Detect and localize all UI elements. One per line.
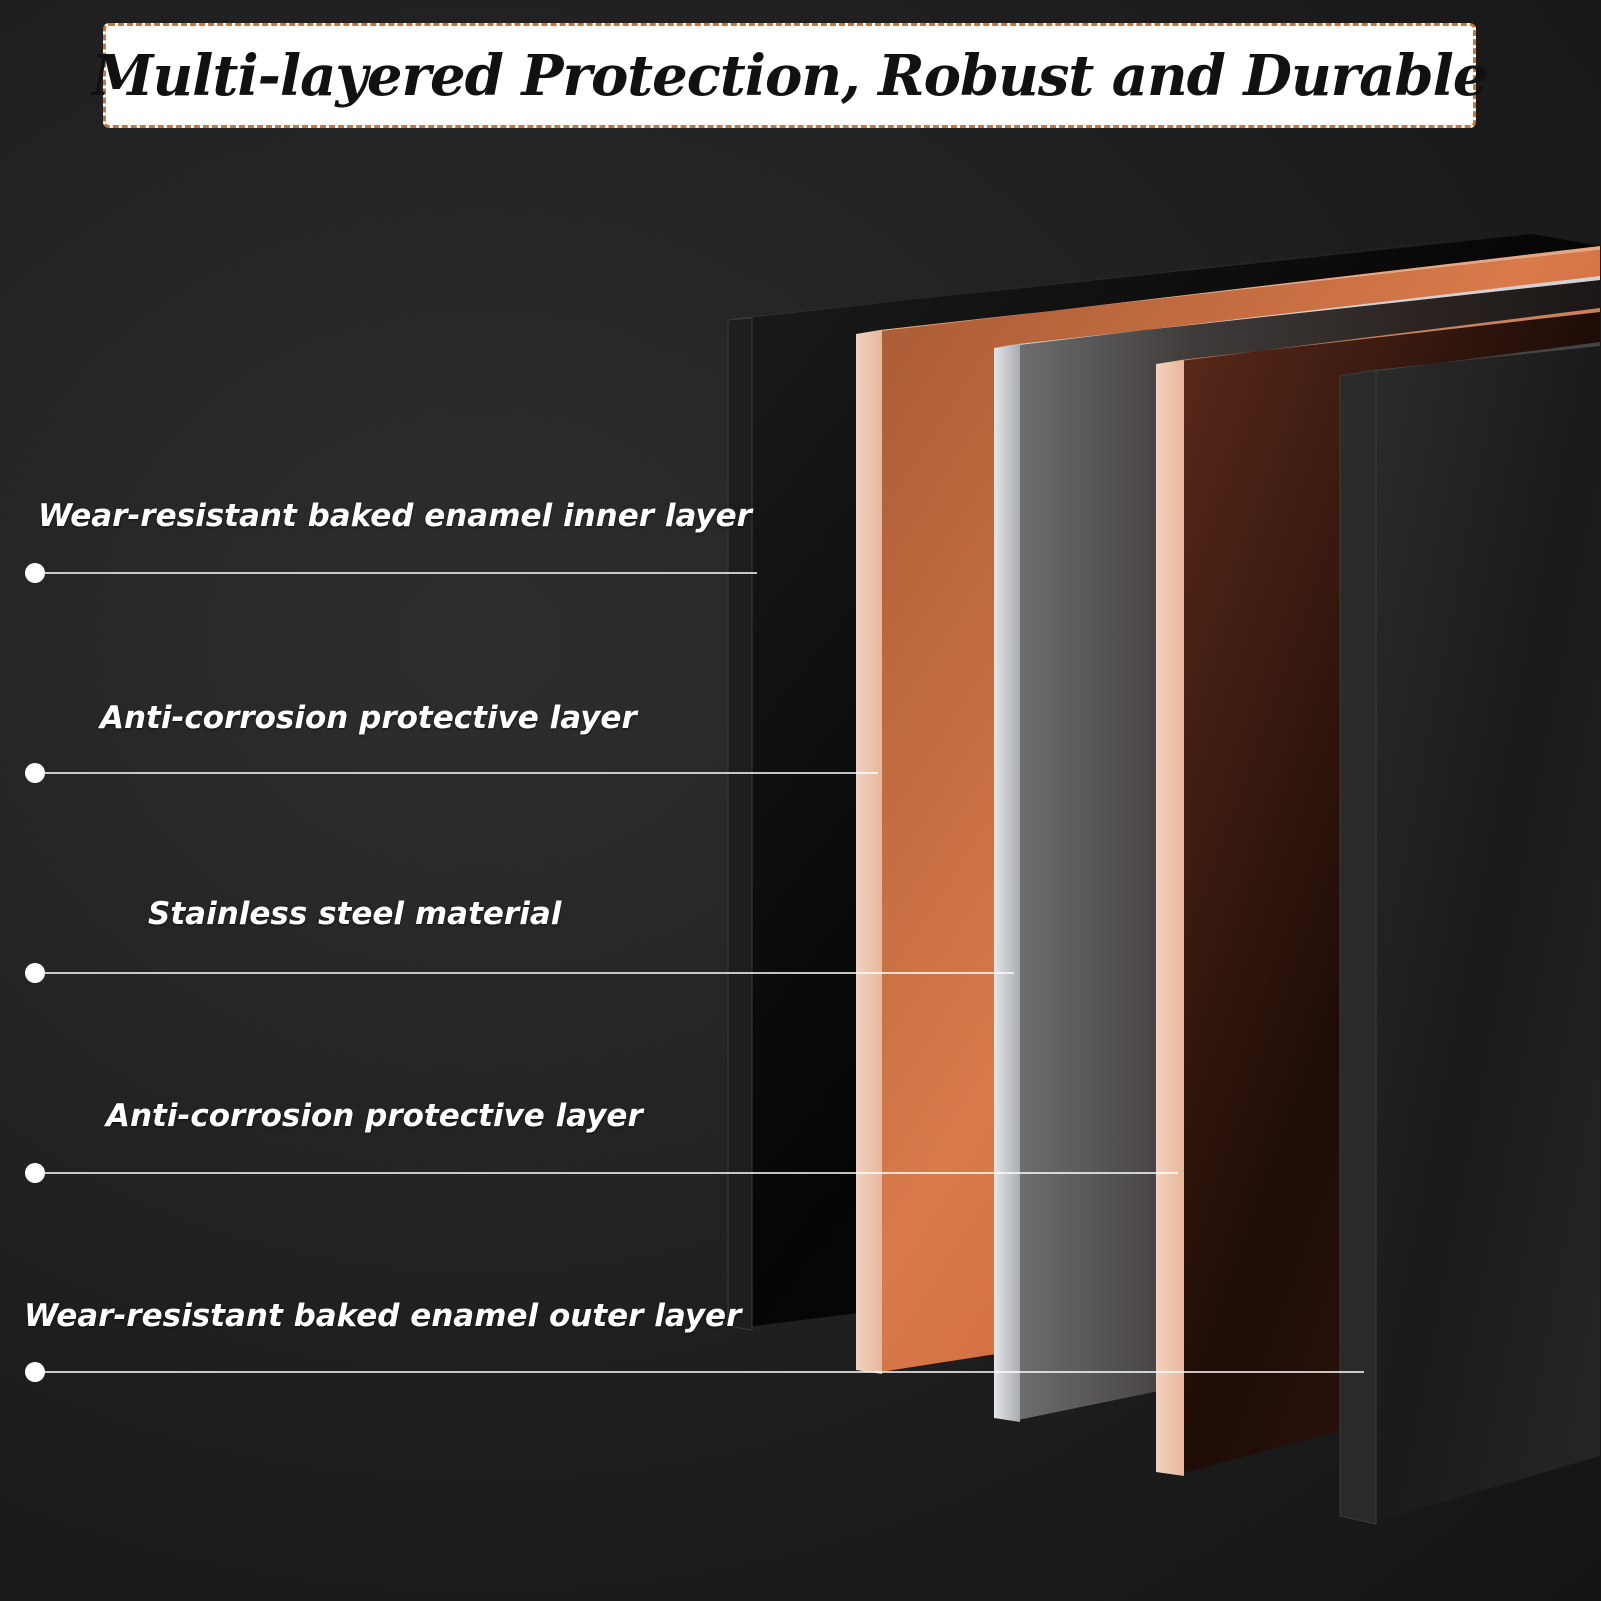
label-anti-corrosion-1: Anti-corrosion protective layer	[100, 700, 637, 736]
label-outer-enamel: Wear-resistant baked enamel outer layer	[24, 1298, 742, 1334]
title-banner: Multi-layered Protection, Robust and Dur…	[91, 23, 1489, 128]
label-anti-corrosion-2: Anti-corrosion protective layer	[106, 1098, 643, 1134]
enamel-outer-panel	[1339, 342, 1600, 1525]
callout-inner-enamel	[25, 563, 757, 583]
label-inner-enamel: Wear-resistant baked enamel inner layer	[38, 498, 752, 534]
callout-stainless-steel	[25, 963, 1014, 983]
callout-anti-corrosion-2	[25, 1163, 1178, 1183]
label-stainless-steel: Stainless steel material	[148, 896, 562, 932]
callout-anti-corrosion-1	[25, 763, 878, 783]
page-title: Multi-layered Protection, Robust and Dur…	[91, 42, 1488, 109]
callout-outer-enamel	[25, 1362, 1364, 1382]
